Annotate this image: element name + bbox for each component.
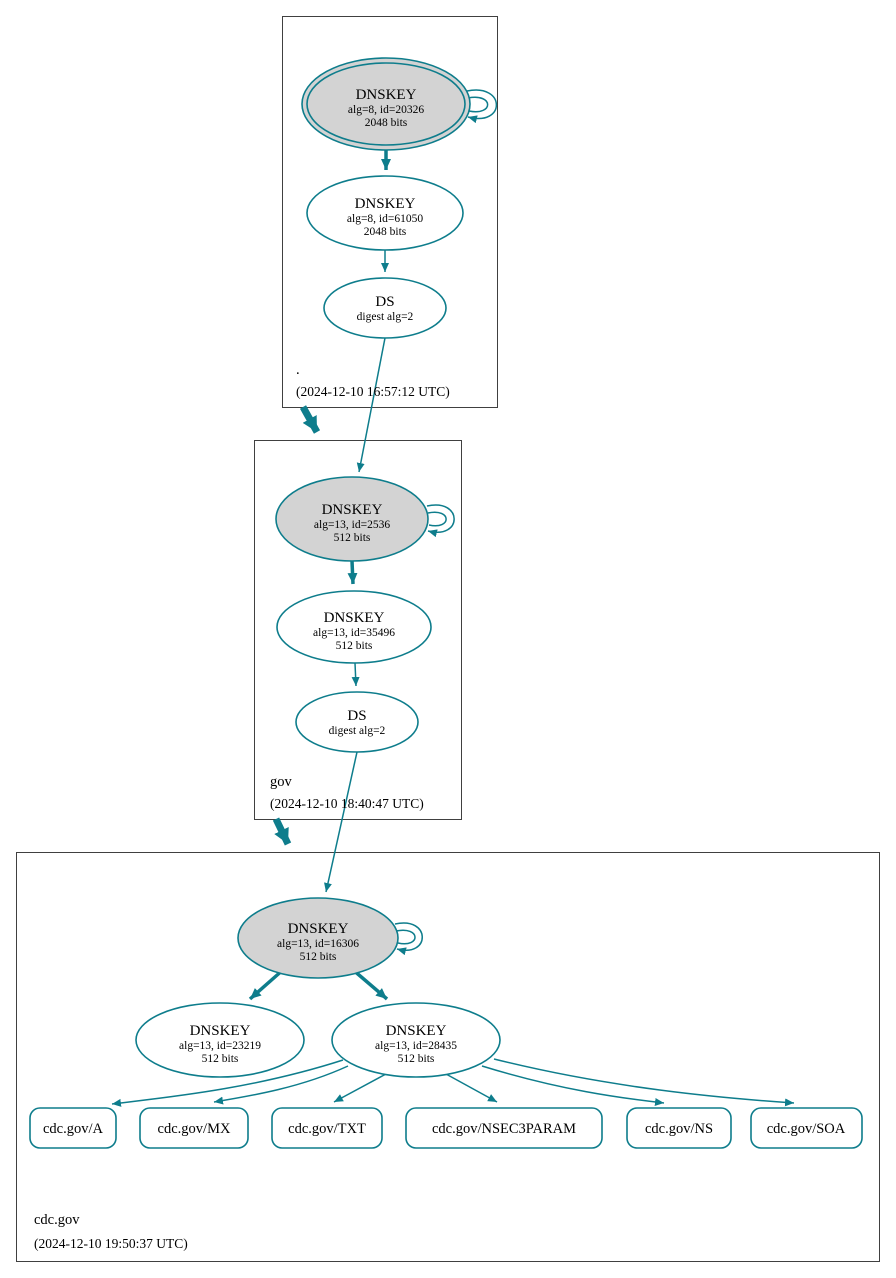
cdc-ksk-ellipse[interactable] [237,897,399,979]
edge-cdc-zsk2-to-nsec3param [445,1073,498,1103]
edge-cdc-ksk-self-sign-inner [395,929,416,945]
gov-ksk-ellipse[interactable] [275,476,429,562]
node-gov-ds[interactable]: DS digest alg=2 [295,691,419,753]
root-ds-type: DS [375,294,394,310]
edge-gov-zone-to-cdc-zone [272,817,292,846]
node-cdc-ksk-dnskey-16306[interactable]: DNSKEY alg=13, id=16306 512 bits [237,897,399,979]
root-ksk-ellipse-outer[interactable] [301,57,471,151]
gov-zsk-bits: 512 bits [336,640,373,652]
rrset-ns-label: cdc.gov/NS [645,1121,713,1137]
node-rrset-cdc-gov-nsec3param[interactable]: cdc.gov/NSEC3PARAM [405,1107,603,1149]
cdc-zsk2-ellipse[interactable] [331,1002,501,1078]
cdc-zsk2-bits: 512 bits [398,1053,435,1065]
cdc-zsk2-type: DNSKEY [386,1023,447,1039]
zone-label-gov: gov [270,774,293,790]
rrset-soa-label: cdc.gov/SOA [767,1121,846,1137]
root-ds-detail: digest alg=2 [357,311,414,323]
root-zsk-bits: 2048 bits [364,226,407,238]
rrset-nsec3param-box[interactable] [405,1107,603,1149]
edge-cdc-ksk-to-zsk1 [248,967,286,1001]
zone-label-cdc-gov: cdc.gov [34,1212,80,1228]
root-zsk-detail: alg=8, id=61050 [347,213,423,225]
gov-zsk-type: DNSKEY [324,610,385,626]
edge-cdc-zsk2-to-soa [493,1058,795,1107]
edge-gov-ksk-self-sign-inner [427,511,447,527]
root-ksk-ellipse-inner [306,62,466,146]
edge-gov-ksk-self-sign-outer [426,504,455,538]
edge-root-ksk-self-sign-inner [467,96,489,113]
node-rrset-cdc-gov-mx[interactable]: cdc.gov/MX [139,1107,249,1149]
gov-ksk-bits: 512 bits [334,532,371,544]
zone-timestamp-gov: (2024-12-10 18:40:47 UTC) [270,796,424,811]
node-rrset-cdc-gov-txt[interactable]: cdc.gov/TXT [271,1107,383,1149]
edge-gov-ksk-to-zsk [347,560,358,585]
rrset-mx-box[interactable] [139,1107,249,1149]
zone-timestamp-cdc-gov: (2024-12-10 19:50:37 UTC) [34,1236,188,1251]
root-zsk-type: DNSKEY [355,196,416,212]
cdc-ksk-bits: 512 bits [300,951,337,963]
edge-cdc-zsk2-to-ns [481,1065,665,1106]
rrset-ns-box[interactable] [626,1107,732,1149]
node-root-ksk-dnskey-20326[interactable]: DNSKEY alg=8, id=20326 2048 bits [301,57,471,151]
edge-root-ds-to-gov-ksk [356,337,386,473]
rrset-txt-label: cdc.gov/TXT [288,1121,366,1137]
gov-ksk-type: DNSKEY [322,502,383,518]
rrset-nsec3param-label: cdc.gov/NSEC3PARAM [432,1121,576,1137]
rrset-a-box[interactable] [29,1107,117,1149]
edge-gov-ds-to-cdc-ksk [324,751,358,893]
rrset-soa-box[interactable] [750,1107,863,1149]
cdc-ksk-detail: alg=13, id=16306 [277,938,359,950]
root-ksk-type: DNSKEY [356,87,417,103]
cdc-zsk1-bits: 512 bits [202,1053,239,1065]
edge-gov-zsk-to-ds [351,662,360,687]
gov-ds-type: DS [347,708,366,724]
cdc-zsk1-detail: alg=13, id=23219 [179,1040,261,1052]
edge-root-ksk-self-sign-outer [466,89,498,124]
cdc-zsk1-ellipse[interactable] [135,1002,305,1078]
cdc-ksk-type: DNSKEY [288,921,349,937]
rrset-txt-box[interactable] [271,1107,383,1149]
root-ds-ellipse[interactable] [323,277,447,339]
root-ksk-detail: alg=8, id=20326 [348,104,424,116]
gov-zsk-ellipse[interactable] [276,590,432,664]
zone-timestamp-root: (2024-12-10 16:57:12 UTC) [296,384,450,399]
rrset-a-label: cdc.gov/A [43,1121,104,1137]
node-rrset-cdc-gov-a[interactable]: cdc.gov/A [29,1107,117,1149]
cdc-zsk1-type: DNSKEY [190,1023,251,1039]
gov-zsk-detail: alg=13, id=35496 [313,627,395,639]
node-gov-ksk-dnskey-2536[interactable]: DNSKEY alg=13, id=2536 512 bits [275,476,429,562]
gov-ds-ellipse[interactable] [295,691,419,753]
root-ksk-bits: 2048 bits [365,117,408,129]
edge-cdc-ksk-self-sign-outer [394,922,423,956]
root-zsk-ellipse[interactable] [306,175,464,251]
edge-cdc-ksk-to-zsk2 [350,967,389,1001]
node-gov-zsk-dnskey-35496[interactable]: DNSKEY alg=13, id=35496 512 bits [276,590,432,664]
edge-cdc-zsk2-to-txt [333,1073,387,1103]
node-root-zsk-dnskey-61050[interactable]: DNSKEY alg=8, id=61050 2048 bits [306,175,464,251]
gov-ds-detail: digest alg=2 [329,725,386,737]
edge-root-zone-to-gov-zone [299,405,321,434]
node-rrset-cdc-gov-ns[interactable]: cdc.gov/NS [626,1107,732,1149]
zone-label-root: . [296,362,300,378]
gov-ksk-detail: alg=13, id=2536 [314,519,390,531]
rrset-mx-label: cdc.gov/MX [158,1121,231,1137]
cdc-zsk2-detail: alg=13, id=28435 [375,1040,457,1052]
edge-cdc-zsk2-to-mx [213,1065,349,1105]
node-cdc-zsk-dnskey-23219[interactable]: DNSKEY alg=13, id=23219 512 bits [135,1002,305,1078]
node-cdc-zsk-dnskey-28435[interactable]: DNSKEY alg=13, id=28435 512 bits [331,1002,501,1078]
node-root-ds[interactable]: DS digest alg=2 [323,277,447,339]
edge-cdc-zsk2-to-a [111,1059,344,1107]
node-rrset-cdc-gov-soa[interactable]: cdc.gov/SOA [750,1107,863,1149]
